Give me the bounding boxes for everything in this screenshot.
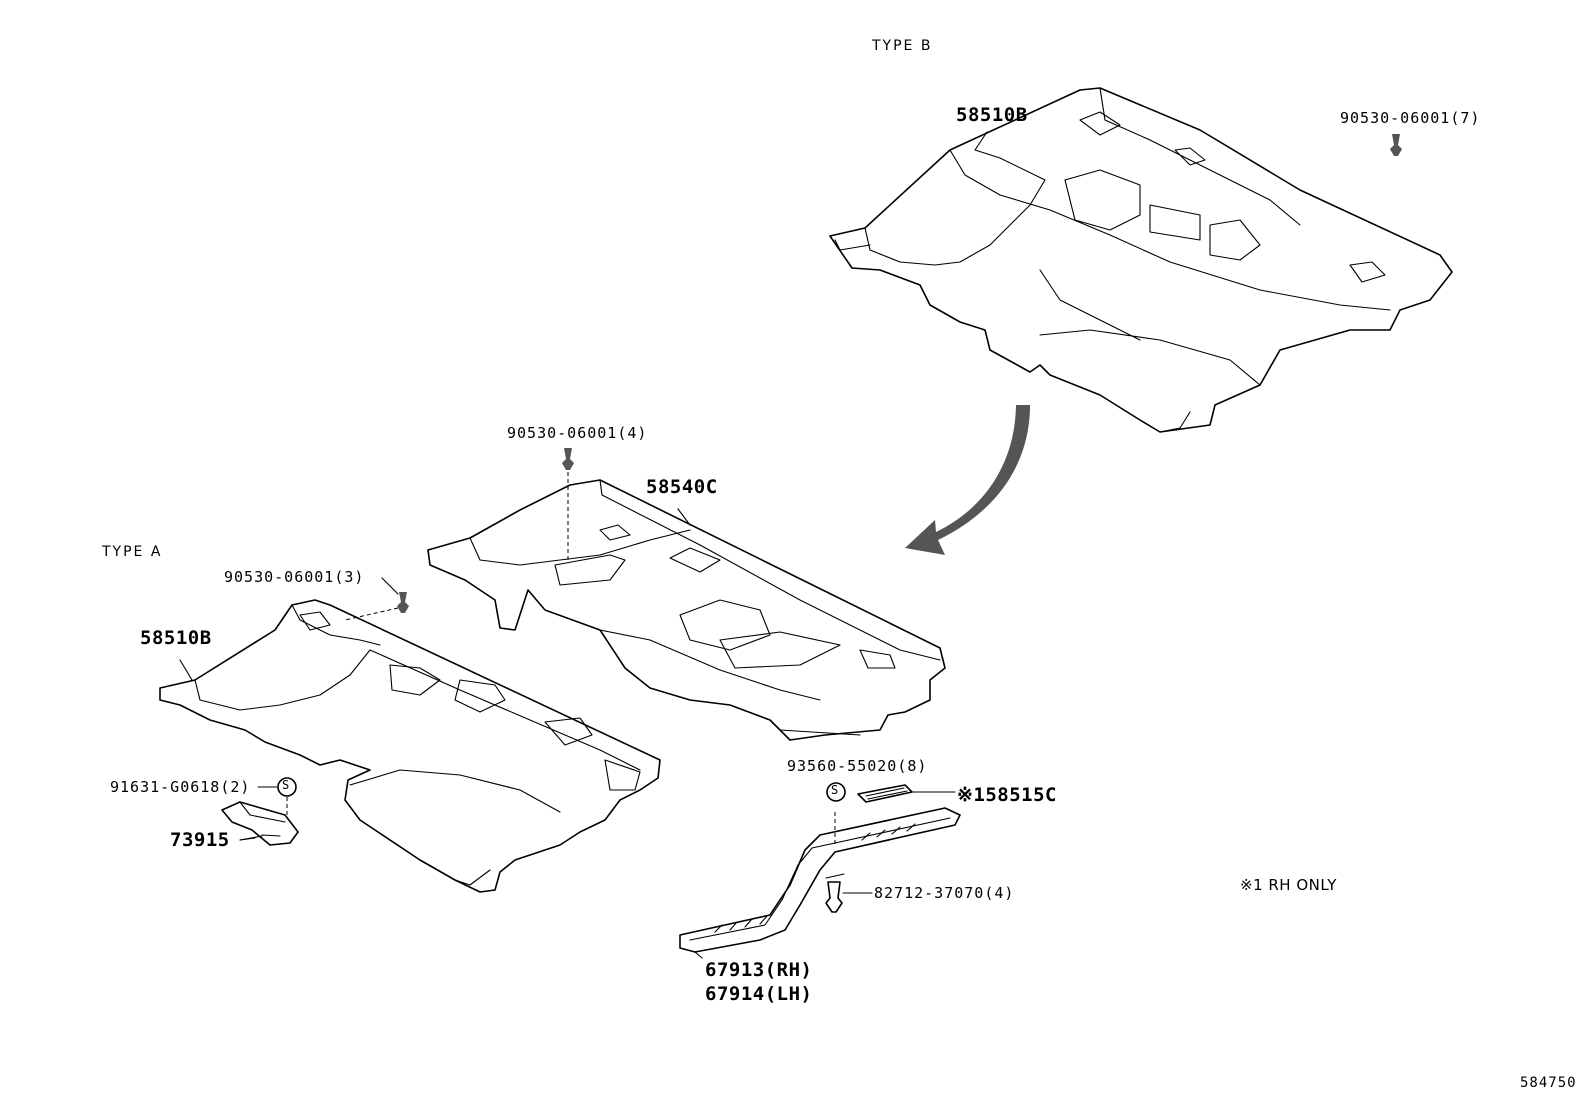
part-number-91631: 91631-G0618(2) (110, 778, 251, 796)
clip-90530-58540c-icon (562, 448, 574, 562)
plate-58515c (857, 784, 956, 803)
part-number-58510b-type-b: 58510B (956, 104, 1028, 126)
leader-58510b-type-a (179, 659, 193, 681)
leader-73915 (239, 837, 256, 841)
seal-symbol-91631: S (282, 778, 290, 792)
part-number-67914: 67914(LH) (705, 983, 813, 1005)
type-arrow (905, 405, 1030, 555)
clip-90530-type-b-icon (1390, 134, 1402, 156)
rh-only-note: ※1 RH ONLY (1240, 876, 1337, 894)
part-number-90530-4: 90530-06001(4) (507, 424, 648, 442)
leader-58510b-type-b (974, 131, 988, 151)
clip-90530-type-a-icon (344, 577, 409, 621)
bracket-73915 (221, 801, 299, 846)
seal-93560-icon (826, 782, 846, 802)
clip-82712-icon (825, 873, 873, 913)
part-number-58515c: ※158515C (957, 784, 1057, 806)
part-number-58540c: 58540C (646, 476, 718, 498)
part-number-58510b-type-a: 58510B (140, 627, 212, 649)
floor-carpet-58540c (427, 479, 946, 741)
diagram-id: 584750 (1520, 1075, 1577, 1091)
part-number-90530-7: 90530-06001(7) (1340, 109, 1481, 127)
part-number-82712: 82712-37070(4) (874, 884, 1015, 902)
leader-67913 (694, 951, 703, 959)
part-number-90530-3: 90530-06001(3) (224, 568, 365, 586)
leader-58540c (677, 508, 691, 526)
part-number-67913: 67913(RH) (705, 959, 813, 981)
type-a-label: TYPE A (102, 544, 163, 560)
floor-carpet-type-b (829, 87, 1453, 433)
type-b-label: TYPE B (872, 38, 933, 54)
seal-symbol-93560: S (831, 783, 839, 797)
scuff-plate-67913-67914 (679, 807, 961, 953)
seal-91631-icon (257, 777, 297, 830)
part-number-93560: 93560-55020(8) (787, 757, 928, 775)
part-number-73915: 73915 (170, 829, 230, 851)
floor-carpet-type-a-58510b (159, 599, 661, 893)
